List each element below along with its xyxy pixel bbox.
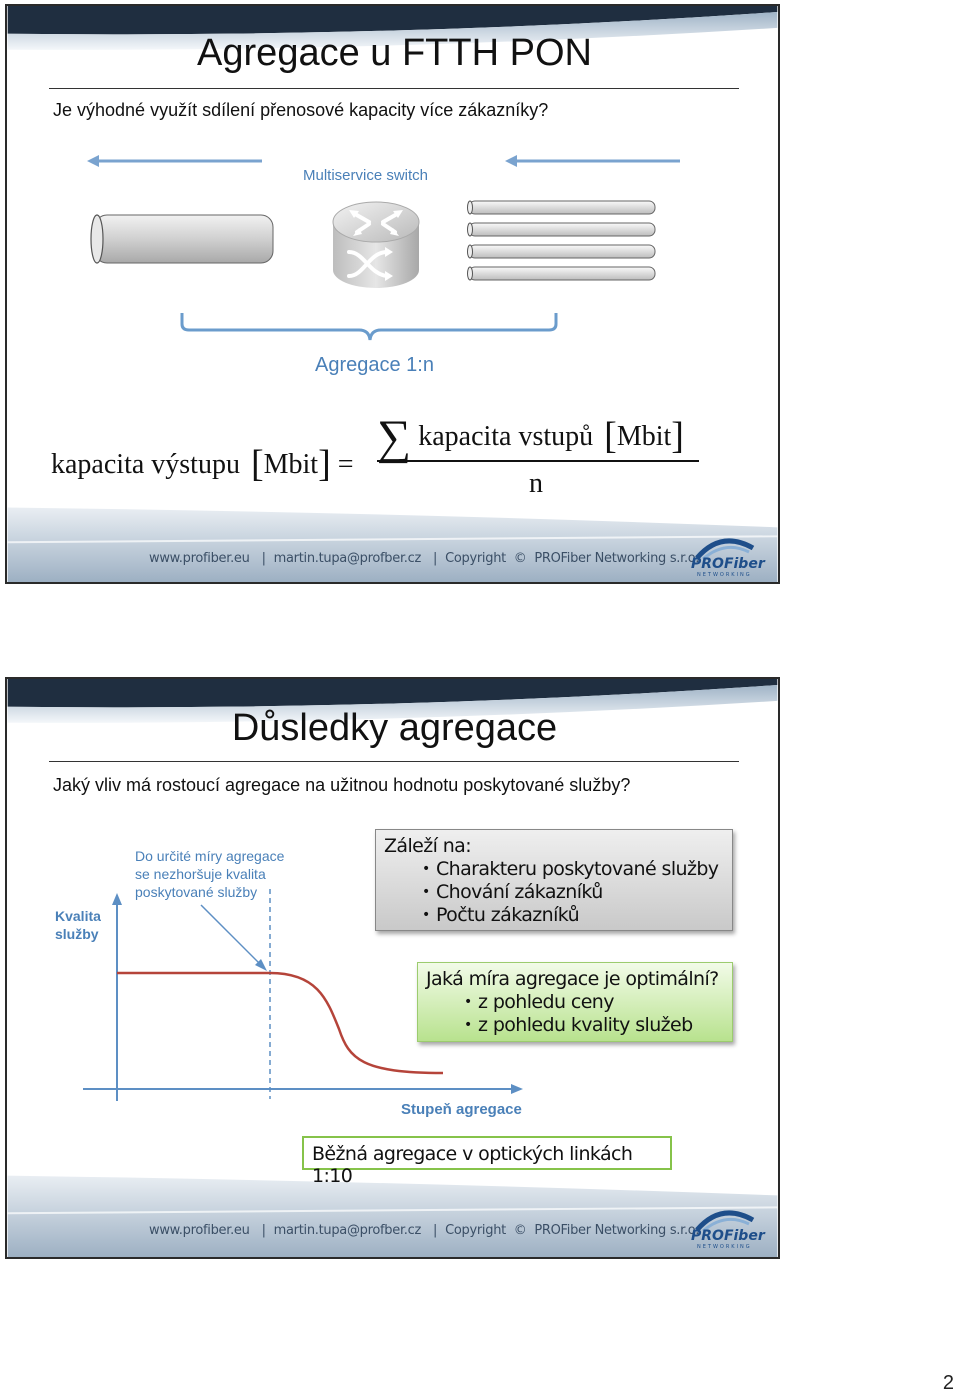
formula-lhs: kapacita výstupu [Mbit] = <box>51 442 354 486</box>
slide-subtitle: Jaký vliv má rostoucí agregace na užitno… <box>53 775 631 795</box>
router-icon <box>332 201 420 288</box>
formula-numerator: ∑ kapacita vstupů [Mbit] <box>377 410 684 465</box>
depends-on-list: Charakteru poskytované služby Chování zá… <box>422 858 732 927</box>
footer-email: martin.tupa@profber.cz <box>273 551 422 566</box>
profiber-logo: PROFiber NETWORKING <box>691 534 771 582</box>
pointer-arrowhead-icon <box>255 959 267 971</box>
left-arrow-icon <box>87 155 262 167</box>
y-axis-label-line2: služby <box>55 926 99 942</box>
footer-website: www.profiber.eu <box>149 551 250 566</box>
bracket-open: [ <box>604 415 617 457</box>
sum-symbol: ∑ <box>377 411 412 464</box>
optimal-heading: Jaká míra agregace je optimální? <box>426 968 719 990</box>
output-pipe-icon <box>90 214 274 264</box>
formula-lhs-text: kapacita výstupu <box>51 449 240 480</box>
y-axis-arrow-icon <box>112 893 122 905</box>
annotation-line: se nezhoršuje kvalita <box>135 866 266 882</box>
annotation-line: poskytované služby <box>135 884 258 900</box>
list-item: z pohledu ceny <box>464 991 732 1014</box>
logo-subtext: NETWORKING <box>697 572 752 578</box>
title-divider <box>49 88 739 89</box>
slide-aggregation-consequences: Důsledky agregace Jaký vliv má rostoucí … <box>5 677 780 1259</box>
switch-label: Multiservice switch <box>303 167 429 184</box>
copyright-icon: © <box>513 1223 527 1238</box>
list-item: z pohledu kvality služeb <box>464 1014 732 1037</box>
input-pipes-icon <box>467 200 656 281</box>
annotation-text: Do určité míry agregace se nezhoršuje kv… <box>135 847 284 901</box>
footer: www.profiber.eu|martin.tupa@profber.cz|C… <box>149 1223 700 1238</box>
list-item: Charakteru poskytované služby <box>422 858 732 881</box>
footer-company: PROFiber Networking s.r.o. <box>534 551 700 566</box>
y-axis-label-line1: Kvalita <box>55 908 101 924</box>
slide-title: Agregace u FTTH PON <box>197 32 592 74</box>
y-axis-label: Kvalita služby <box>55 907 101 943</box>
logo-arc-icon <box>695 1210 755 1233</box>
formula-lhs-unit: Mbit <box>263 449 319 480</box>
bracket-close: ] <box>671 415 684 457</box>
slide-subtitle: Je výhodné využít sdílení přenosové kapa… <box>53 100 549 120</box>
title-divider <box>49 761 739 762</box>
slide-background <box>7 679 778 1257</box>
bracket-open: [ <box>250 443 264 485</box>
copyright-icon: © <box>513 551 527 566</box>
depends-on-box: Záleží na: Charakteru poskytované služby… <box>375 829 733 931</box>
depends-on-heading: Záleží na: <box>384 835 472 857</box>
x-axis-label: Stupeň agregace <box>401 1101 522 1118</box>
aggregation-ratio-label: Agregace 1:n <box>315 354 434 376</box>
logo-text: PROFiber <box>691 1228 765 1244</box>
profiber-logo: PROFiber NETWORKING <box>691 1206 771 1254</box>
list-item: Počtu zákazníků <box>422 904 732 927</box>
formula-equals: = <box>337 449 354 480</box>
page-number: 2 <box>942 1372 954 1394</box>
bracket-close: ] <box>318 443 331 485</box>
annotation-line: Do určité míry agregace <box>135 848 285 864</box>
formula-numerator-text: kapacita vstupů <box>418 421 594 452</box>
logo-text: PROFiber <box>691 556 765 572</box>
quality-vs-aggregation-graph <box>83 889 523 1101</box>
optimal-list: z pohledu ceny z pohledu kvality služeb <box>464 991 732 1037</box>
common-aggregation-box: Běžná agregace v optických linkách 1:10 <box>302 1136 672 1187</box>
annotation-pointer <box>200 904 262 966</box>
footer-website: www.profiber.eu <box>149 1223 250 1238</box>
logo-arc-icon <box>695 538 755 561</box>
x-axis-arrow-icon <box>511 1084 523 1094</box>
footer: www.profiber.eu|martin.tupa@profber.cz|C… <box>149 551 700 566</box>
formula-denominator: n <box>529 468 543 499</box>
slide-title: Důsledky agregace <box>231 707 558 749</box>
left-arrow-icon <box>505 155 680 167</box>
footer-copyright: Copyright <box>445 551 506 566</box>
logo-subtext: NETWORKING <box>697 1244 752 1250</box>
footer-company: PROFiber Networking s.r.o. <box>534 1223 700 1238</box>
slide-background <box>7 6 778 582</box>
optimal-aggregation-box: Jaká míra agregace je optimální? z pohle… <box>417 962 733 1042</box>
list-item: Chování zákazníků <box>422 881 732 904</box>
aggregation-brace <box>180 313 558 341</box>
footer-copyright: Copyright <box>445 1223 506 1238</box>
footer-email: martin.tupa@profber.cz <box>273 1223 422 1238</box>
quality-curve <box>117 971 444 1075</box>
formula-numerator-unit: Mbit <box>616 421 672 452</box>
fraction-line <box>377 460 699 462</box>
slide-aggregation-ftth: Agregace u FTTH PON Je výhodné využít sd… <box>5 4 780 584</box>
